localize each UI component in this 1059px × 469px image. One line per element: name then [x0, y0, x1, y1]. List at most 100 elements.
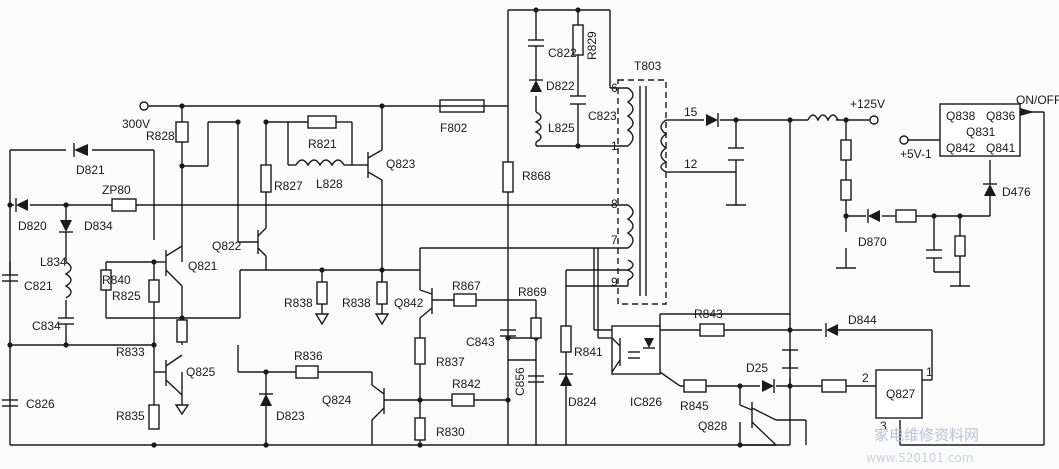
diode-d476	[983, 183, 997, 196]
transistors	[153, 149, 777, 446]
label-zp80: ZP80	[102, 183, 131, 197]
grounds	[174, 204, 970, 416]
resistor-r829	[572, 24, 584, 56]
resistor-r837	[414, 337, 426, 365]
label-pin8: 8	[611, 197, 618, 211]
capacitor-c822	[528, 39, 544, 58]
inductor-125v	[807, 114, 839, 122]
ic-q827	[875, 369, 923, 419]
resistor-r842	[451, 393, 475, 407]
diode-d844	[825, 323, 838, 337]
ground-r838-b	[374, 313, 390, 326]
label-ic826: IC826	[630, 395, 662, 409]
transistor-q828	[739, 402, 777, 446]
label-pin15: 15	[684, 105, 698, 119]
optocoupler-ic826	[611, 325, 661, 375]
label-r869: R869	[518, 285, 547, 299]
resistor-r836	[295, 365, 319, 379]
capacitor-c843	[500, 329, 516, 337]
resistor-r867	[453, 293, 477, 307]
label-q827-pin1: 1	[926, 365, 933, 379]
label-d834: D834	[84, 219, 113, 233]
inductor-l825	[534, 111, 542, 143]
diodes	[15, 79, 997, 406]
resistor-r827	[260, 164, 272, 193]
label-r836: R836	[294, 349, 323, 363]
transistor-q822	[257, 227, 267, 257]
label-r825: R825	[112, 289, 141, 303]
resistor-r821	[307, 115, 337, 129]
resistor-link-827	[821, 379, 847, 393]
label-pin6: 6	[611, 81, 618, 95]
terminal-5v	[899, 135, 909, 145]
label-q838: Q838	[946, 109, 976, 123]
capacitors	[2, 39, 942, 407]
resistor-r830	[414, 417, 426, 441]
label-pin7: 7	[611, 233, 618, 247]
capacitor-d870-node	[926, 249, 942, 259]
terminal-300v	[139, 101, 149, 111]
resistor-r825	[148, 279, 160, 303]
label-r867: R867	[452, 279, 481, 293]
resistor-zp80	[111, 198, 137, 212]
transistor-q821	[154, 245, 183, 287]
resistor-r828	[175, 121, 189, 143]
junction-dots	[7, 7, 963, 448]
diode-d820	[15, 198, 28, 212]
diode-d834	[59, 220, 73, 233]
label-q823: Q823	[386, 157, 416, 171]
label-q827: Q827	[886, 387, 916, 401]
label-c821: C821	[24, 279, 53, 293]
onoff-arrow	[1020, 108, 1034, 116]
resistor-r840	[100, 269, 112, 291]
label-r842: R842	[452, 377, 481, 391]
label-r840: R840	[102, 273, 131, 287]
resistor-r869	[530, 317, 542, 339]
inductor-l828	[295, 159, 345, 167]
label-l834: L834	[40, 255, 67, 269]
label-d820: D820	[18, 219, 47, 233]
wires	[9, 9, 1045, 446]
resistor-r833	[176, 319, 188, 343]
label-pin12: 12	[684, 157, 698, 171]
label-r829: R829	[585, 31, 599, 60]
label-q842-block: Q842	[946, 141, 976, 155]
label-d476: D476	[1002, 185, 1031, 199]
resistor-d870-series	[895, 209, 917, 223]
label-d823: D823	[276, 409, 305, 423]
label-c834: C834	[32, 319, 61, 333]
label-c843: C843	[466, 335, 495, 349]
resistor-r843	[699, 323, 725, 337]
label-r837: R837	[436, 355, 465, 369]
label-r838-b: R838	[342, 296, 371, 310]
ground-q825	[174, 404, 190, 416]
capacitor-c856	[528, 375, 544, 383]
label-r828: R828	[146, 129, 175, 143]
label-r835: R835	[116, 409, 145, 423]
label-r845: R845	[680, 399, 709, 413]
label-300v: 300V	[122, 117, 150, 131]
capacitor-125v-filter	[728, 147, 744, 161]
label-r843: R843	[694, 307, 723, 321]
label-l825: L825	[548, 121, 575, 135]
label-d25: D25	[746, 361, 768, 375]
label-d824: D824	[568, 395, 597, 409]
label-pin9: 9	[611, 275, 618, 289]
label-q828: Q828	[698, 419, 728, 433]
watermark-title: 家电维修资料网	[874, 426, 979, 444]
resistor-r838-a	[316, 281, 328, 305]
label-q821: Q821	[188, 259, 218, 273]
resistor-divider-top	[840, 139, 852, 161]
label-t803: T803	[634, 59, 662, 73]
label-q824: Q824	[322, 393, 352, 407]
label-q842: Q842	[394, 296, 424, 310]
capacitor-c834	[58, 317, 74, 332]
diode-d870	[867, 209, 880, 223]
label-q836: Q836	[986, 109, 1016, 123]
label-c822: C822	[548, 46, 577, 60]
transistor-q842	[419, 288, 433, 319]
capacitor-c823	[570, 95, 586, 114]
ic-q838-block	[939, 103, 1021, 157]
label-r821: R821	[308, 137, 337, 151]
label-onoff: ON/OFF	[1016, 93, 1059, 107]
